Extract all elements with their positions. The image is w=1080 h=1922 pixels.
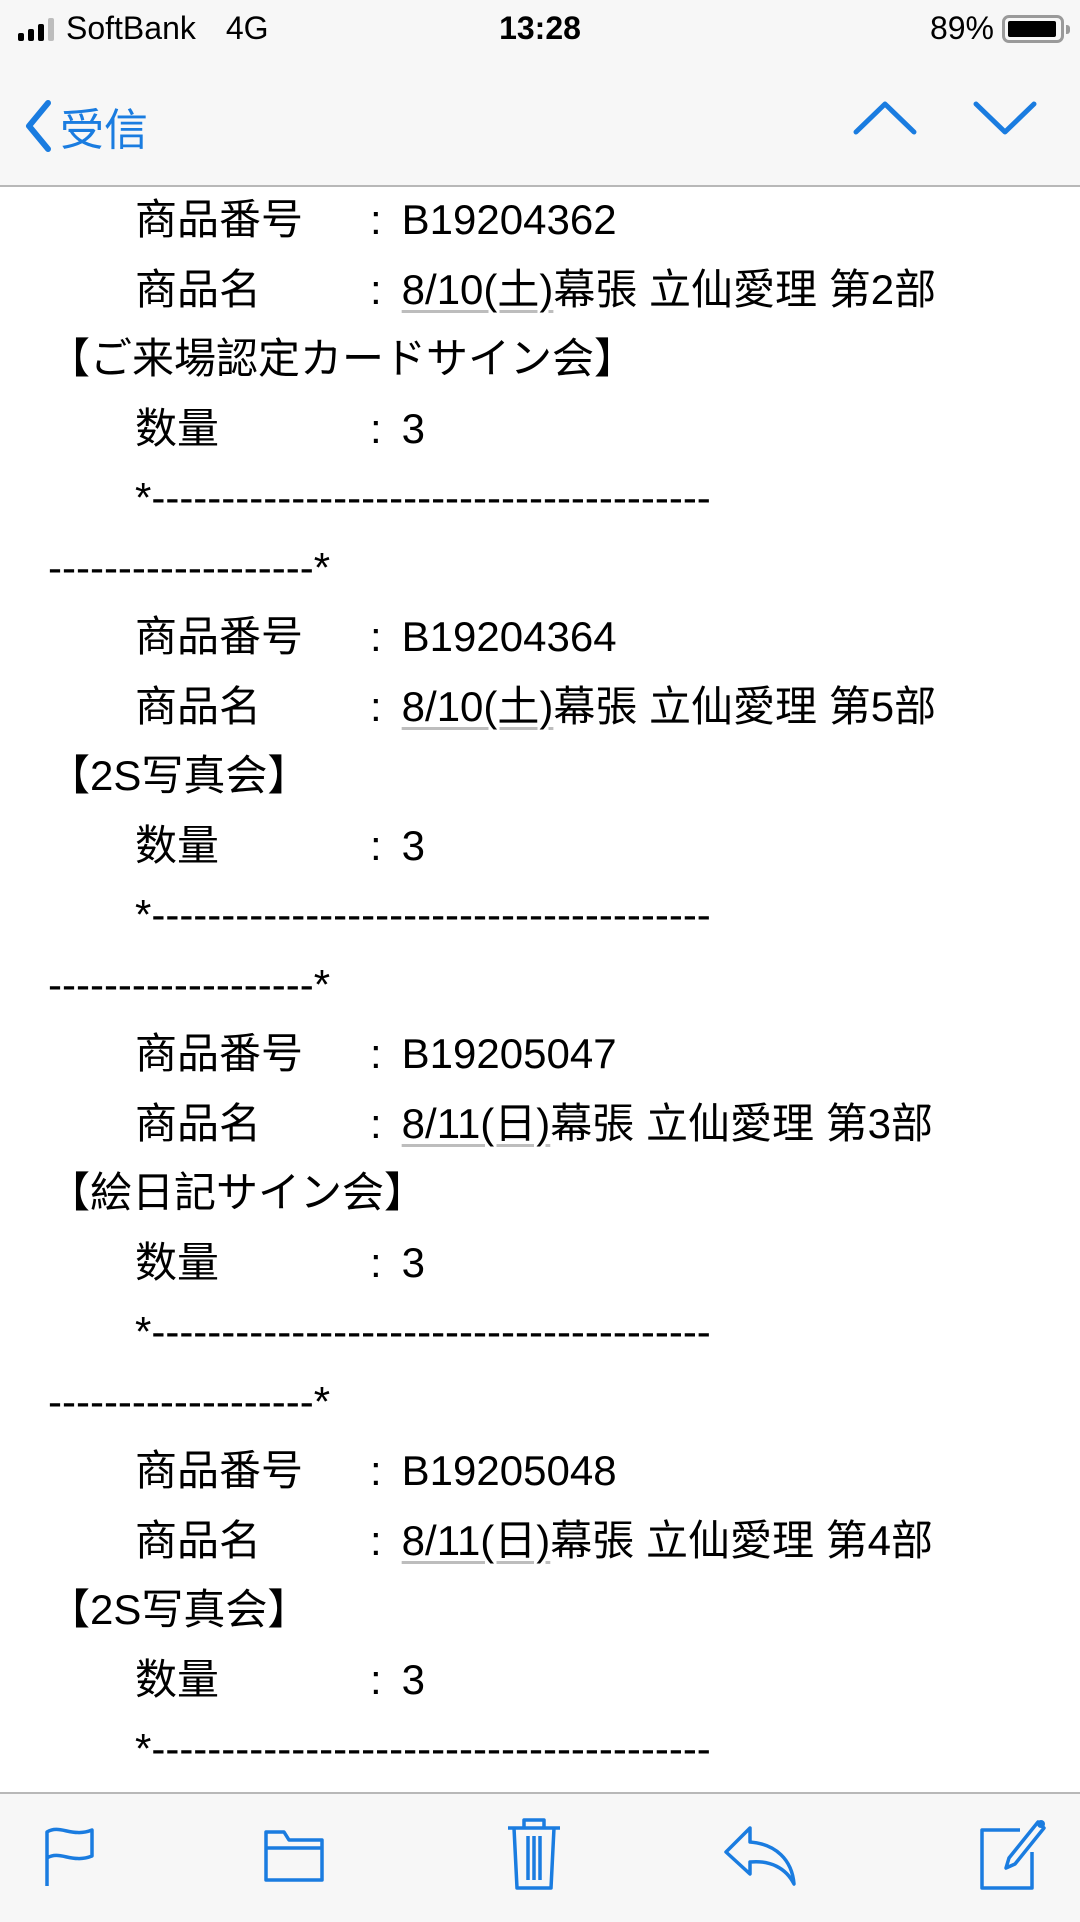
battery-icon <box>1002 14 1070 43</box>
quantity-label: 数量 <box>135 1238 220 1286</box>
divider-line: *---------------------------------------… <box>135 1725 711 1772</box>
product-name-label: 商品名 <box>135 682 262 730</box>
product-name-value: 幕張 立仙愛理 第3部 <box>550 1099 933 1147</box>
reply-icon <box>724 1826 796 1886</box>
quantity-value: 3 <box>401 1238 426 1286</box>
quantity-row: 数量:3 <box>0 1228 1080 1298</box>
colon: : <box>370 1238 382 1286</box>
colon: : <box>370 196 382 243</box>
product-name-row: 商品名:8/10(土)幕張 立仙愛理 第5部 <box>0 672 1080 742</box>
quantity-value: 3 <box>401 404 426 452</box>
quantity-value: 3 <box>401 1655 426 1703</box>
product-name-value: 幕張 立仙愛理 第5部 <box>553 682 937 730</box>
product-number-value: B19205048 <box>401 1447 617 1494</box>
product-name-value: 幕張 立仙愛理 第4部 <box>550 1516 933 1564</box>
colon: : <box>370 265 382 313</box>
colon: : <box>370 1516 382 1564</box>
delete-button[interactable] <box>504 1816 564 1897</box>
carrier-name: SoftBank <box>66 10 196 46</box>
product-number-label: 商品番号 <box>135 1447 304 1494</box>
product-number-label: 商品番号 <box>135 1030 304 1077</box>
quantity-row: 数量:3 <box>0 394 1080 464</box>
navigation-bar: 受信 <box>0 60 1080 187</box>
chevron-up-icon <box>853 101 917 135</box>
quantity-label: 数量 <box>135 821 220 869</box>
product-name-suffix: 【2S写真会】 <box>48 752 310 799</box>
chevron-down-icon <box>973 101 1037 135</box>
status-left: SoftBank 4G <box>18 10 269 47</box>
quantity-row: 数量:3 <box>0 811 1080 881</box>
flag-button[interactable] <box>42 1824 98 1893</box>
product-name-suffix: 【2S写真会】 <box>48 1586 310 1633</box>
quantity-label: 数量 <box>135 1655 220 1703</box>
product-number-value: B19204362 <box>401 196 617 243</box>
colon: : <box>370 1099 382 1147</box>
product-number-label: 商品番号 <box>135 196 304 243</box>
product-name-label: 商品名 <box>135 265 262 313</box>
quantity-value: 3 <box>401 821 426 869</box>
compose-icon <box>980 1820 1046 1890</box>
battery-percent: 89% <box>929 10 994 46</box>
product-number-row: 商品番号: B19204364 <box>0 602 1080 672</box>
product-name-row: 商品名:8/11(日)幕張 立仙愛理 第4部 <box>0 1506 1080 1576</box>
quantity-label: 数量 <box>135 404 220 452</box>
network-type: 4G <box>225 10 269 46</box>
divider-line: *---------------------------------------… <box>135 474 711 521</box>
product-name-suffix: 【ご来場認定カードサイン会】 <box>48 335 637 382</box>
divider-line: *---------------------------------------… <box>135 1308 711 1355</box>
colon: : <box>370 613 382 660</box>
product-number-row: 商品番号: B19205047 <box>0 1019 1080 1089</box>
product-name-row: 商品名:8/10(土)幕張 立仙愛理 第2部 <box>0 255 1080 325</box>
colon: : <box>370 821 382 869</box>
signal-strength-icon <box>18 17 54 41</box>
divider-line-end: -------------------* <box>48 543 331 591</box>
back-to-inbox-button[interactable]: 受信 <box>24 94 148 158</box>
trash-icon <box>508 1818 560 1890</box>
next-message-button[interactable] <box>972 98 1038 143</box>
status-right: 89% <box>929 10 1070 47</box>
date-link[interactable]: 8/10(土) <box>401 265 554 313</box>
product-number-value: B19204364 <box>401 613 617 660</box>
product-name-value: 幕張 立仙愛理 第2部 <box>553 265 937 313</box>
email-body[interactable]: 商品番号:B19204362 商品名:8/10(土)幕張 立仙愛理 第2部 【ご… <box>0 187 1080 1792</box>
bottom-toolbar <box>0 1792 1080 1922</box>
date-link[interactable]: 8/11(日) <box>401 1099 551 1147</box>
colon: : <box>370 682 382 730</box>
back-label: 受信 <box>60 106 148 155</box>
colon: : <box>370 1447 382 1494</box>
divider-line: *---------------------------------------… <box>135 891 711 938</box>
reply-button[interactable] <box>722 1824 798 1893</box>
colon: : <box>370 1030 382 1077</box>
product-name-label: 商品名 <box>135 1516 262 1564</box>
divider-line-end: -------------------* <box>48 1377 331 1425</box>
status-bar: SoftBank 4G 13:28 89% <box>0 0 1080 60</box>
compose-button[interactable] <box>976 1816 1048 1897</box>
flag-icon <box>45 1827 94 1886</box>
date-link[interactable]: 8/10(土) <box>401 682 554 730</box>
quantity-row: 数量:3 <box>0 1645 1080 1715</box>
product-name-suffix: 【絵日記サイン会】 <box>48 1169 427 1216</box>
divider-line-end: -------------------* <box>48 960 331 1008</box>
previous-message-button[interactable] <box>852 98 918 143</box>
colon: : <box>370 1655 382 1703</box>
product-number-row: 商品番号: B19204362 <box>0 187 1080 255</box>
move-to-folder-button[interactable] <box>262 1828 326 1889</box>
chevron-left-icon <box>26 100 51 152</box>
date-link[interactable]: 8/11(日) <box>401 1516 551 1564</box>
product-name-row: 商品名:8/11(日)幕張 立仙愛理 第3部 <box>0 1089 1080 1159</box>
product-number-label: 商品番号 <box>135 613 304 660</box>
status-time: 13:28 <box>499 10 581 46</box>
product-number-value: B19205047 <box>401 1030 617 1077</box>
colon: : <box>370 404 382 452</box>
folder-icon <box>264 1830 324 1882</box>
product-number-row: 商品番号: B19205048 <box>0 1436 1080 1506</box>
product-name-label: 商品名 <box>135 1099 262 1147</box>
